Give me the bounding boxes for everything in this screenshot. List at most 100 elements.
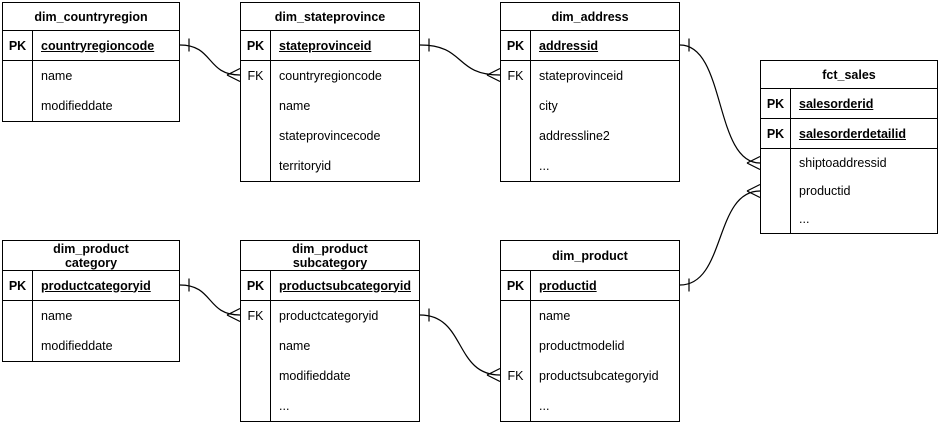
attr-field: name — [41, 69, 73, 83]
table-row: modifieddate — [3, 91, 179, 121]
table-row: productid — [761, 177, 937, 205]
table-row: productmodelid — [501, 331, 679, 361]
entity-title: dim_product category — [3, 241, 179, 271]
attr-field: countryregioncode — [279, 69, 382, 83]
connector-productsubcategory-product[interactable] — [419, 308, 501, 383]
table-row: name — [3, 301, 179, 331]
table-row: addressline2 — [501, 121, 679, 151]
key-cell — [241, 121, 271, 151]
pk-field: salesorderid — [799, 96, 874, 111]
table-row: ... — [241, 391, 419, 421]
attr-field: modifieddate — [279, 369, 351, 383]
key-cell — [241, 151, 271, 181]
pk-field: productid — [539, 278, 597, 293]
table-row: FK productcategoryid — [241, 301, 419, 331]
crow-foot — [226, 74, 241, 83]
attr-field: productsubcategoryid — [539, 369, 659, 383]
pk-field: salesorderdetailid — [799, 126, 906, 141]
table-row: name — [501, 301, 679, 331]
attr-field: ... — [279, 399, 290, 413]
attr-field: productmodelid — [539, 339, 625, 353]
crow-foot — [226, 307, 241, 316]
pk-field: productcategoryid — [41, 278, 151, 293]
key-cell — [3, 91, 33, 121]
table-row: name — [241, 331, 419, 361]
pk-badge: PK — [501, 31, 531, 60]
crow-foot — [746, 155, 761, 164]
attr-field: modifieddate — [41, 99, 113, 113]
table-row: territoryid — [241, 151, 419, 181]
table-row: name — [3, 61, 179, 91]
key-cell — [3, 61, 33, 91]
attr-field: name — [279, 339, 311, 353]
attr-field: name — [539, 309, 571, 323]
pk-badge: PK — [761, 89, 791, 118]
entity-title: dim_countryregion — [3, 3, 179, 31]
table-row: modifieddate — [241, 361, 419, 391]
table-row: PK productcategoryid — [3, 271, 179, 301]
table-row: PK addressid — [501, 31, 679, 61]
table-row: PK salesorderid — [761, 89, 937, 119]
entity-dim-countryregion[interactable]: dim_countryregion PK countryregioncode n… — [2, 2, 180, 122]
entity-title: dim_address — [501, 3, 679, 31]
entity-dim-product-subcategory[interactable]: dim_product subcategory PK productsubcat… — [240, 240, 420, 422]
attr-field: ... — [539, 159, 550, 173]
key-cell — [501, 151, 531, 181]
pk-field: stateprovinceid — [279, 38, 372, 53]
key-cell — [3, 301, 33, 331]
key-cell — [3, 331, 33, 361]
table-row: FK countryregioncode — [241, 61, 419, 91]
crow-foot — [746, 162, 761, 171]
fk-badge: FK — [501, 361, 531, 391]
crow-foot — [746, 190, 761, 199]
entity-dim-product-category[interactable]: dim_product category PK productcategoryi… — [2, 240, 180, 362]
entity-fct-sales[interactable]: fct_sales PK salesorderid PK salesorderd… — [760, 60, 938, 234]
table-row: PK productsubcategoryid — [241, 271, 419, 301]
entity-title: fct_sales — [761, 61, 937, 89]
crow-foot — [486, 67, 501, 76]
connector-product-fctsales[interactable] — [679, 183, 761, 292]
attr-field: name — [41, 309, 73, 323]
attr-field: shiptoaddressid — [799, 156, 887, 170]
key-cell — [241, 391, 271, 421]
pk-badge: PK — [501, 271, 531, 300]
key-cell — [241, 361, 271, 391]
attr-field: territoryid — [279, 159, 332, 173]
key-cell — [761, 177, 791, 205]
entity-dim-stateprovince[interactable]: dim_stateprovince PK stateprovinceid FK … — [240, 2, 420, 182]
connector-productcategory-productsubcategory[interactable] — [179, 278, 241, 323]
crow-foot — [226, 314, 241, 323]
key-cell — [761, 205, 791, 233]
entity-dim-address[interactable]: dim_address PK addressid FK stateprovinc… — [500, 2, 680, 182]
entity-title: dim_product — [501, 241, 679, 271]
key-cell — [241, 91, 271, 121]
crow-foot — [486, 374, 501, 383]
crow-foot — [226, 67, 241, 76]
pk-badge: PK — [3, 31, 33, 60]
crow-foot — [486, 367, 501, 376]
table-row: stateprovincecode — [241, 121, 419, 151]
entity-dim-product[interactable]: dim_product PK productid name productmod… — [500, 240, 680, 422]
attr-field: productid — [799, 184, 851, 198]
pk-badge: PK — [3, 271, 33, 300]
table-row: modifieddate — [3, 331, 179, 361]
connector-stateprovince-address[interactable] — [419, 38, 501, 83]
key-cell — [501, 391, 531, 421]
crow-foot — [746, 183, 761, 192]
pk-field: productsubcategoryid — [279, 278, 411, 293]
fk-badge: FK — [241, 301, 271, 331]
attr-field: ... — [799, 212, 810, 226]
connector-countryregion-stateprovince[interactable] — [179, 38, 241, 83]
attr-field: name — [279, 99, 311, 113]
key-cell — [501, 91, 531, 121]
table-row: FK stateprovinceid — [501, 61, 679, 91]
attr-field: city — [539, 99, 558, 113]
attr-field: modifieddate — [41, 339, 113, 353]
key-cell — [241, 331, 271, 361]
table-row: PK productid — [501, 271, 679, 301]
entity-title: dim_product subcategory — [241, 241, 419, 271]
connector-address-fctsales[interactable] — [679, 38, 761, 171]
pk-badge: PK — [761, 119, 791, 148]
table-row: PK salesorderdetailid — [761, 119, 937, 149]
